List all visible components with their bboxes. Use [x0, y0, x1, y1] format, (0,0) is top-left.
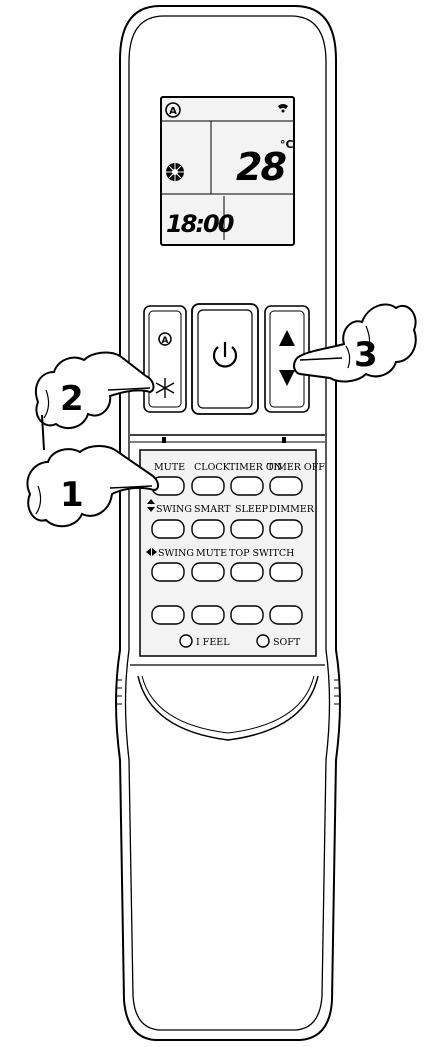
triangle-down-icon: [279, 370, 295, 386]
blank-button-2[interactable]: [191, 605, 225, 625]
label-i-feel: I FEEL: [196, 637, 230, 648]
clock-button[interactable]: [191, 476, 225, 496]
callout-number-3: 3: [354, 335, 378, 375]
callout-number-1: 1: [60, 475, 84, 515]
blank-button-4[interactable]: [269, 605, 303, 625]
triangle-up-icon: [279, 330, 295, 346]
horizontal-swing-icon: [146, 548, 157, 556]
label-mute: MUTE: [154, 462, 185, 473]
cover-hinge: [130, 434, 325, 443]
svg-text:A: A: [169, 106, 177, 117]
timer-on-button[interactable]: [230, 476, 264, 496]
power-icon: [212, 342, 238, 368]
battery-cover: [130, 664, 325, 741]
label-timer-on: TIMER ON: [229, 462, 282, 473]
dimmer-button[interactable]: [269, 519, 303, 539]
swing-horizontal-button[interactable]: [151, 562, 185, 582]
smart-button[interactable]: [191, 519, 225, 539]
label-dimmer: DIMMER: [269, 504, 315, 515]
label-top-switch: TOP SWITCH: [229, 548, 294, 559]
callout-number-2: 2: [60, 379, 84, 419]
vertical-swing-icon: [147, 499, 155, 512]
remote-body-inner: [124, 15, 331, 1031]
soft-button[interactable]: [256, 634, 270, 648]
auto-mode-icon: A: [158, 332, 172, 346]
label-sleep: SLEEP: [235, 504, 269, 515]
fan-icon: [166, 163, 184, 181]
svg-text:A: A: [162, 336, 169, 346]
blank-button-3[interactable]: [230, 605, 264, 625]
mute-2-button[interactable]: [191, 562, 225, 582]
side-grip: [116, 679, 340, 705]
mode-fan-button[interactable]: A: [143, 305, 187, 413]
sleep-button[interactable]: [230, 519, 264, 539]
label-swing-horizontal: SWING: [158, 548, 194, 559]
signal-icon: [278, 104, 288, 113]
blank-button-1[interactable]: [151, 605, 185, 625]
blank-button-row3[interactable]: [269, 562, 303, 582]
label-timer-off: TIMER OFF: [267, 462, 325, 473]
temperature-readout: 28: [236, 145, 286, 189]
label-smart: SMART: [194, 504, 231, 515]
label-soft: SOFT: [273, 637, 301, 648]
power-button[interactable]: [191, 303, 259, 415]
snowflake-icon: [155, 378, 175, 398]
label-swing-vertical: SWING: [156, 504, 192, 515]
time-readout: 18:00: [166, 210, 234, 238]
hand-pointer-2: 2: [35, 351, 155, 451]
hand-pointer-3: 3: [293, 303, 417, 383]
label-clock: CLOCK: [194, 462, 231, 473]
temperature-unit: °C: [280, 138, 294, 151]
i-feel-button[interactable]: [179, 634, 193, 648]
auto-mode-icon: A: [165, 102, 181, 118]
hand-pointer-1: 1: [26, 445, 160, 528]
lcd-display: A 28 °C 18:00: [160, 96, 295, 246]
timer-off-button[interactable]: [269, 476, 303, 496]
label-mute-2: MUTE: [196, 548, 227, 559]
top-switch-button[interactable]: [230, 562, 264, 582]
swing-vertical-button[interactable]: [151, 519, 185, 539]
